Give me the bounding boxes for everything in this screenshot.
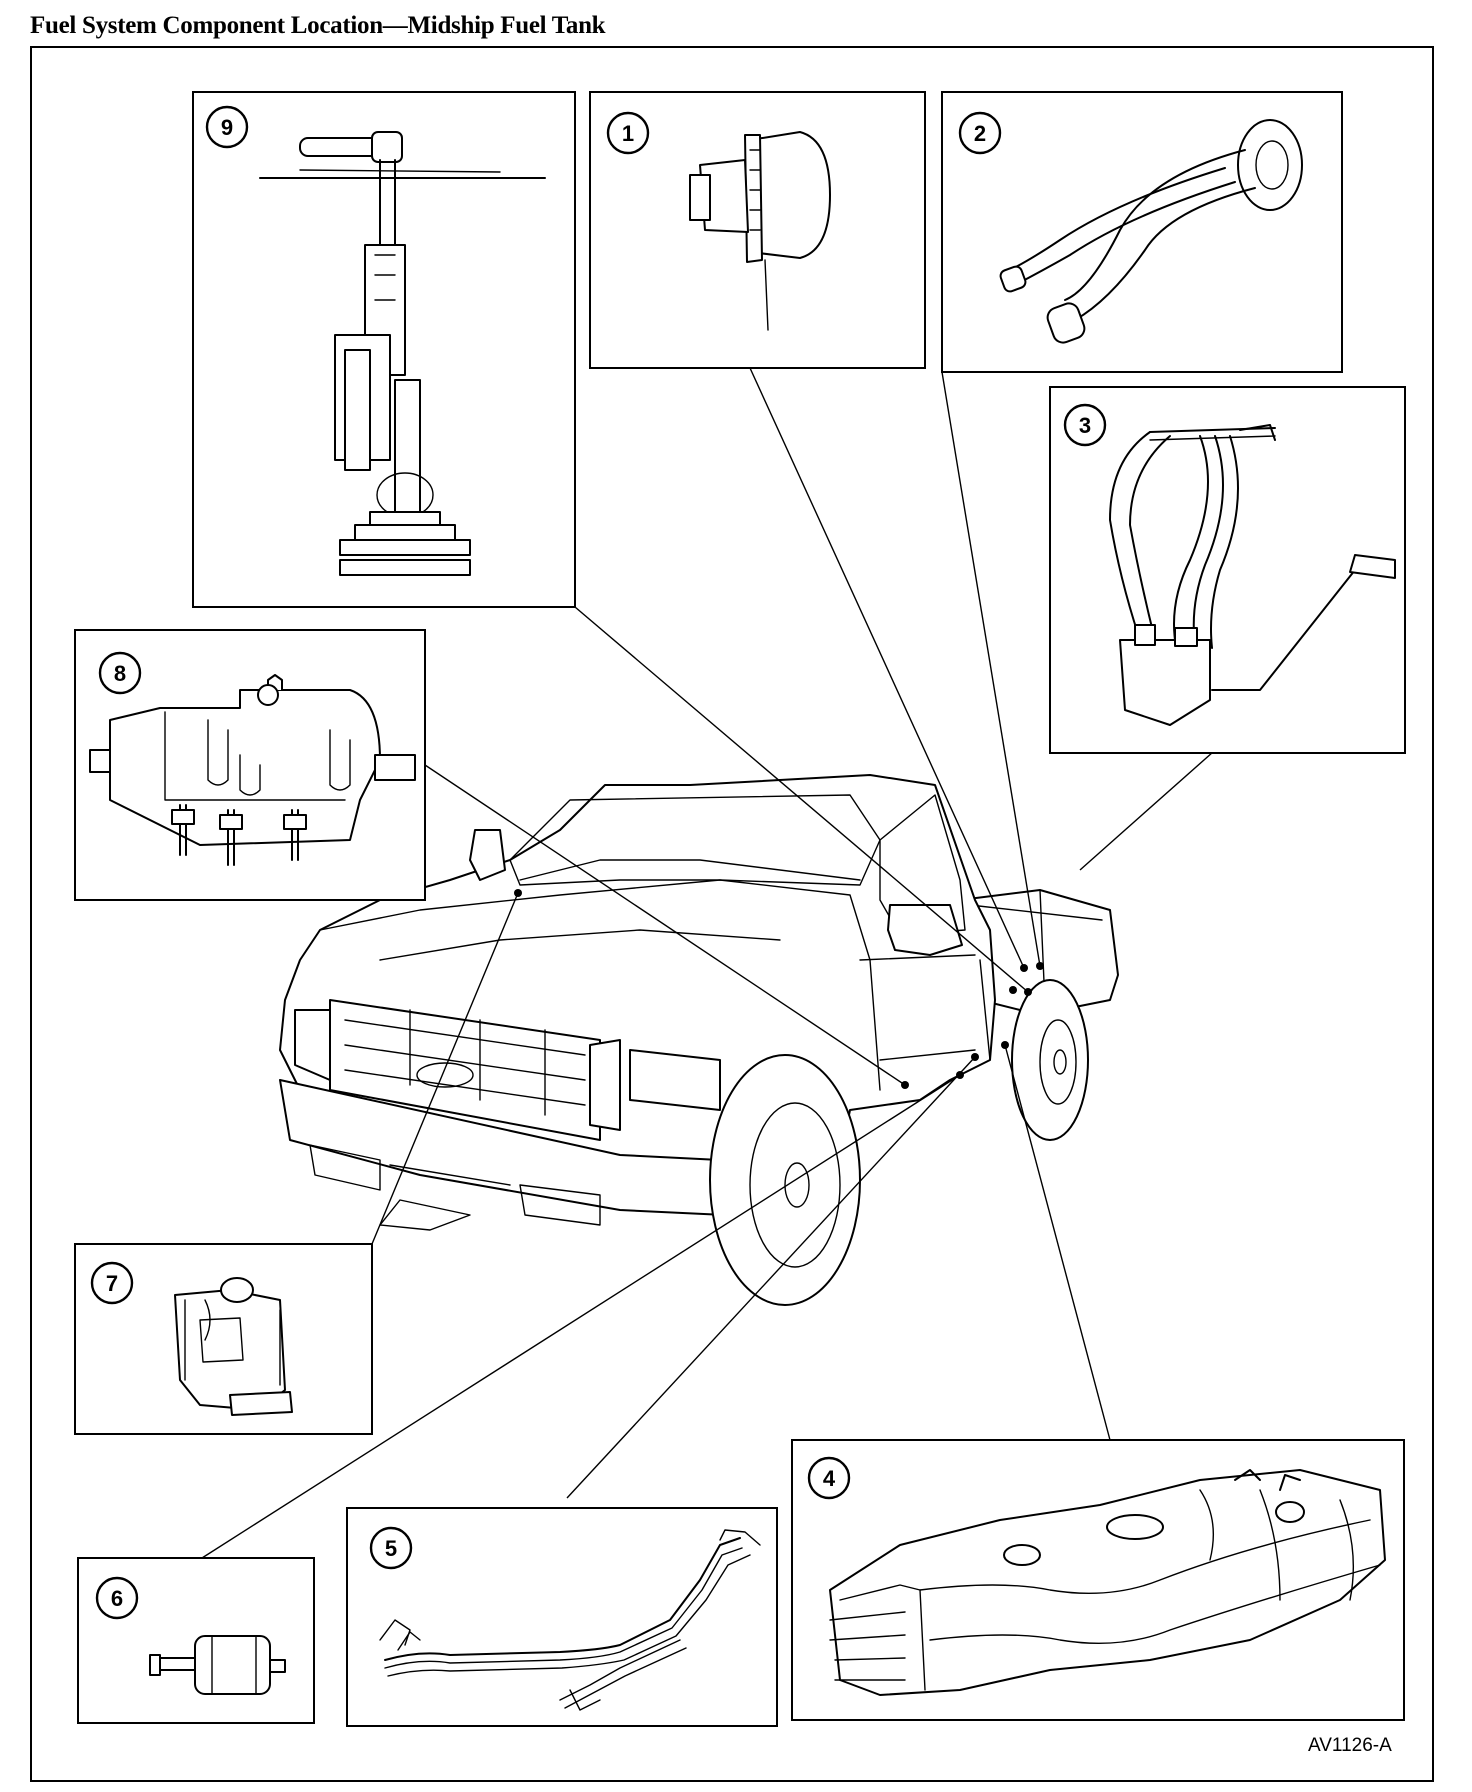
callout-7: 7 (106, 1271, 118, 1296)
panel-9-fuel-sender-cutaway: 9 (192, 91, 576, 608)
panel-6-fuel-filter: 6 (77, 1557, 315, 1724)
callout-1: 1 (622, 121, 634, 146)
diagram-frame (30, 46, 1434, 1782)
callout-9: 9 (221, 115, 233, 140)
callout-4: 4 (823, 1466, 836, 1491)
callout-8: 8 (114, 661, 126, 686)
location-dot-3 (1009, 986, 1017, 994)
panel-1-fuel-filler-cap: 1 (589, 91, 926, 369)
panel-4-midship-fuel-tank: 4 (791, 1439, 1405, 1721)
panel-3-fuel-pump-sender: 3 (1049, 386, 1406, 754)
pickup-truck-illustration (279, 774, 1119, 1306)
diagram-title: Fuel System Component Location—Midship F… (30, 12, 606, 39)
callout-2: 2 (974, 121, 986, 146)
callout-5: 5 (385, 1536, 397, 1561)
callout-3: 3 (1079, 413, 1091, 438)
panel-5-fuel-lines: 5 (346, 1507, 778, 1727)
panel-7-inertia-switch: 7 (74, 1243, 373, 1435)
panel-8-fuel-pump-module: 8 (74, 629, 426, 901)
callout-6: 6 (111, 1586, 123, 1611)
leader-lines (201, 367, 1214, 1559)
panel-2-fuel-filler-pipe: 2 (941, 91, 1343, 373)
figure-code: AV1126-A (1308, 1735, 1392, 1756)
